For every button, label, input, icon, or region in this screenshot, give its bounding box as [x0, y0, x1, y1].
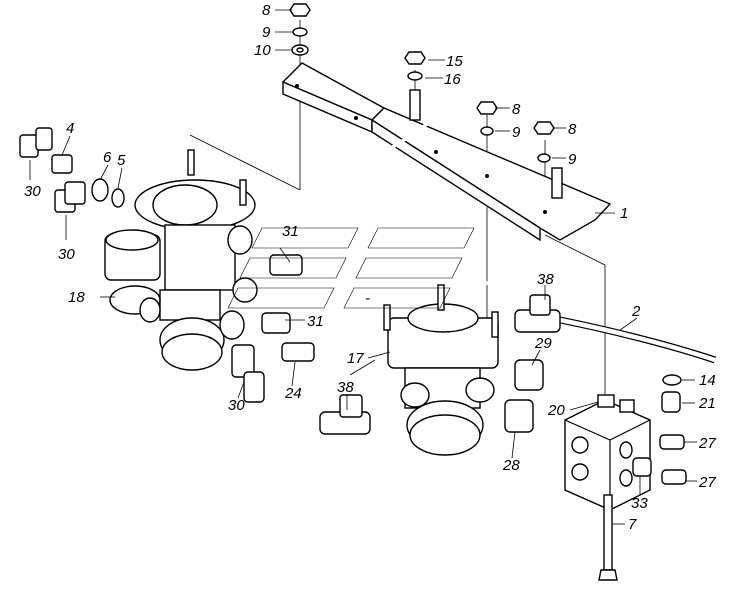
valve-assembly-left [104, 149, 258, 371]
watermark-stripes [227, 227, 475, 309]
label-7: 7 [628, 516, 637, 533]
mounting-bracket [281, 62, 612, 242]
label-31-upper: 31 [282, 223, 299, 240]
label-8-right: 8 [568, 121, 577, 138]
label-2: 2 [631, 303, 641, 320]
label-8-top: 8 [262, 2, 271, 19]
label-dash-mark: - [365, 290, 370, 307]
label-28: 28 [502, 457, 520, 474]
label-38-upper: 38 [537, 271, 554, 288]
label-29: 29 [534, 335, 552, 352]
label-17: 17 [347, 350, 364, 367]
coiled-hose [366, 76, 522, 302]
label-15: 15 [446, 53, 463, 70]
part-number-labels: 8 9 10 15 16 8 9 8 9 4 6 5 30 30 1 31 18… [24, 2, 716, 533]
fittings [19, 127, 687, 485]
label-30-c: 30 [228, 397, 245, 414]
label-33: 33 [631, 495, 648, 512]
label-8-mid: 8 [512, 101, 521, 118]
label-20: 20 [547, 402, 565, 419]
label-9-mid: 9 [512, 124, 521, 141]
manifold-block [564, 394, 651, 511]
bolt-stack-left [289, 3, 311, 56]
label-10: 10 [254, 42, 271, 59]
long-bolt [598, 494, 618, 581]
label-9-right: 9 [568, 151, 577, 168]
label-5: 5 [117, 152, 126, 169]
label-24: 24 [284, 385, 302, 402]
valve-assembly-right [383, 284, 499, 456]
label-1: 1 [620, 205, 628, 222]
bolt-stack-mid [404, 51, 426, 81]
label-21: 21 [698, 395, 716, 412]
leader-lines [29, 9, 697, 525]
label-27-upper: 27 [698, 435, 716, 452]
label-38-lower: 38 [337, 379, 354, 396]
label-9-top: 9 [262, 24, 271, 41]
label-6: 6 [103, 149, 112, 166]
hose-line-2 [559, 316, 717, 364]
label-18: 18 [68, 289, 85, 306]
bolt-stack-right [476, 101, 555, 163]
label-31-lower: 31 [307, 313, 324, 330]
label-27-lower: 27 [698, 474, 716, 491]
label-14: 14 [699, 372, 716, 389]
label-30-a: 30 [24, 183, 41, 200]
label-4: 4 [66, 120, 74, 137]
label-16: 16 [444, 71, 461, 88]
label-30-b: 30 [58, 246, 75, 263]
